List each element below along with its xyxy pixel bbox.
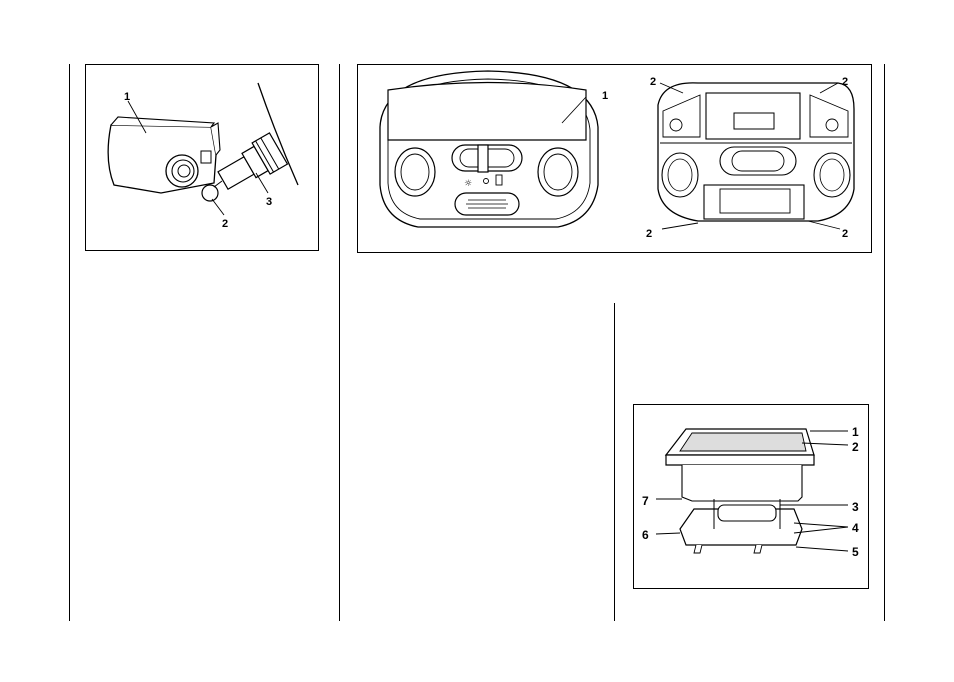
dome-light-drawing: ☼ 1 — [358, 65, 873, 254]
figure-dome-light: ☼ 1 — [357, 64, 872, 253]
callout-1: 1 — [124, 91, 130, 103]
svg-text:☼: ☼ — [464, 179, 472, 189]
callout-6: 6 — [642, 528, 649, 542]
column-rule-right — [884, 64, 885, 621]
callout-rear-2-bottomleft: 2 — [646, 228, 652, 240]
callout-2: 2 — [852, 440, 859, 454]
figure-lamp-exploded: 1 2 3 4 5 6 7 — [633, 404, 869, 589]
callout-4: 4 — [852, 521, 859, 535]
callout-7: 7 — [642, 494, 649, 508]
dome-light-front: ☼ 1 — [380, 71, 608, 227]
bulb-holder-drawing: 1 2 3 — [86, 65, 320, 252]
callout-1: 1 — [852, 425, 859, 439]
lamp-exploded-drawing: 1 2 3 4 5 6 7 — [634, 405, 870, 590]
callout-3: 3 — [852, 500, 859, 514]
callout-rear-2-topright: 2 — [842, 76, 848, 88]
column-rule-left — [69, 64, 70, 621]
column-rule-middle — [339, 64, 340, 621]
dome-light-rear: 2 2 2 2 — [646, 76, 854, 240]
callout-3: 3 — [266, 196, 272, 208]
column-rule-inner — [614, 303, 615, 621]
callout-rear-2-topleft: 2 — [650, 76, 656, 88]
callout-2: 2 — [222, 218, 228, 230]
callout-rear-2-bottomright: 2 — [842, 228, 848, 240]
figure-bulb-holder: 1 2 3 — [85, 64, 319, 251]
callout-front-1: 1 — [602, 90, 608, 102]
callout-5: 5 — [852, 545, 859, 559]
